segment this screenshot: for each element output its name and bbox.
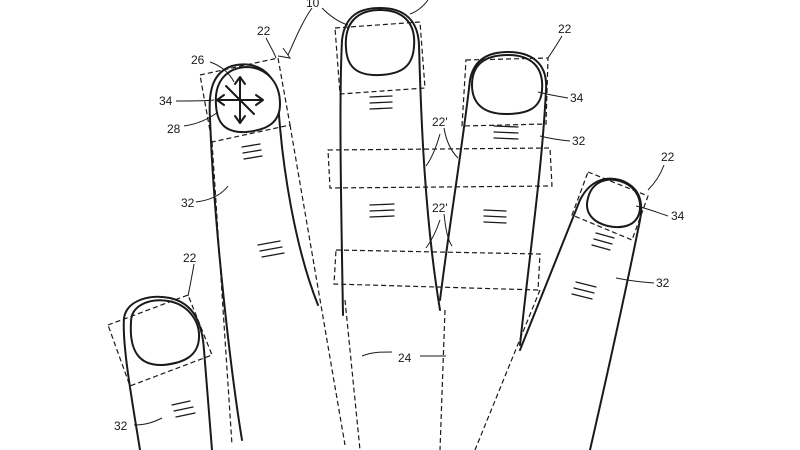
- middle-crease-upper: [369, 95, 393, 110]
- reference-labels: 10 22 26 34 28 32 22 34 32 22' 22' 22 34…: [114, 0, 685, 433]
- proximal-phalanx-region: [333, 249, 541, 291]
- label-32-thumb: 32: [114, 419, 128, 433]
- label-22-index: 22: [257, 24, 271, 38]
- thumb-sensing-region: [107, 294, 213, 387]
- label-34-index: 34: [159, 94, 173, 108]
- label-28: 28: [167, 122, 181, 136]
- index-crease-lower: [257, 240, 285, 258]
- phalanx-regions: [327, 147, 553, 450]
- label-34-ring: 34: [570, 91, 584, 105]
- directional-arrows-icon: [216, 76, 264, 124]
- label-32-index: 32: [181, 196, 195, 210]
- label-32-pinky: 32: [656, 276, 670, 290]
- label-34-pinky: 34: [671, 209, 685, 223]
- index-crease-upper: [241, 143, 263, 160]
- thumb-outline: [122, 295, 213, 450]
- ring-sensing-region: [461, 57, 549, 127]
- label-32-ring: 32: [572, 134, 586, 148]
- middle-sensing-region: [334, 21, 426, 95]
- middle-crease-lower: [369, 203, 395, 218]
- pinky-crease-upper: [591, 232, 615, 251]
- ring-finger-outline: [439, 51, 548, 346]
- index-finger-outline: [208, 63, 319, 441]
- label-22-prime-upper: 22': [432, 115, 448, 129]
- label-22-pinky: 22: [661, 150, 675, 164]
- ring-crease-upper: [493, 125, 519, 140]
- pinky-fingernail: [586, 178, 641, 229]
- thumb-crease: [171, 400, 196, 418]
- label-26: 26: [191, 53, 205, 67]
- middle-fingernail: [344, 8, 416, 77]
- label-22-prime-lower: 22': [432, 201, 448, 215]
- palm-region: [344, 289, 541, 450]
- label-24: 24: [398, 351, 412, 365]
- thumb: [107, 294, 213, 450]
- pinky-sensing-region: [571, 171, 649, 241]
- leader-lines: [133, 0, 669, 426]
- pinky-finger: [519, 171, 649, 450]
- middle-finger: [334, 7, 441, 316]
- ring-fingernail: [470, 53, 544, 116]
- middle-finger-outline: [339, 7, 441, 316]
- middle-phalanx-region: [327, 147, 553, 189]
- label-10: 10: [306, 0, 320, 10]
- index-finger: [199, 57, 346, 446]
- thumb-nail: [129, 299, 201, 367]
- ring-finger: [439, 51, 549, 346]
- ring-crease-lower: [483, 209, 507, 224]
- pinky-crease-lower: [571, 281, 597, 300]
- label-22-thumb: 22: [183, 251, 197, 265]
- index-finger-region: [211, 124, 346, 446]
- label-22-ring: 22: [558, 22, 572, 36]
